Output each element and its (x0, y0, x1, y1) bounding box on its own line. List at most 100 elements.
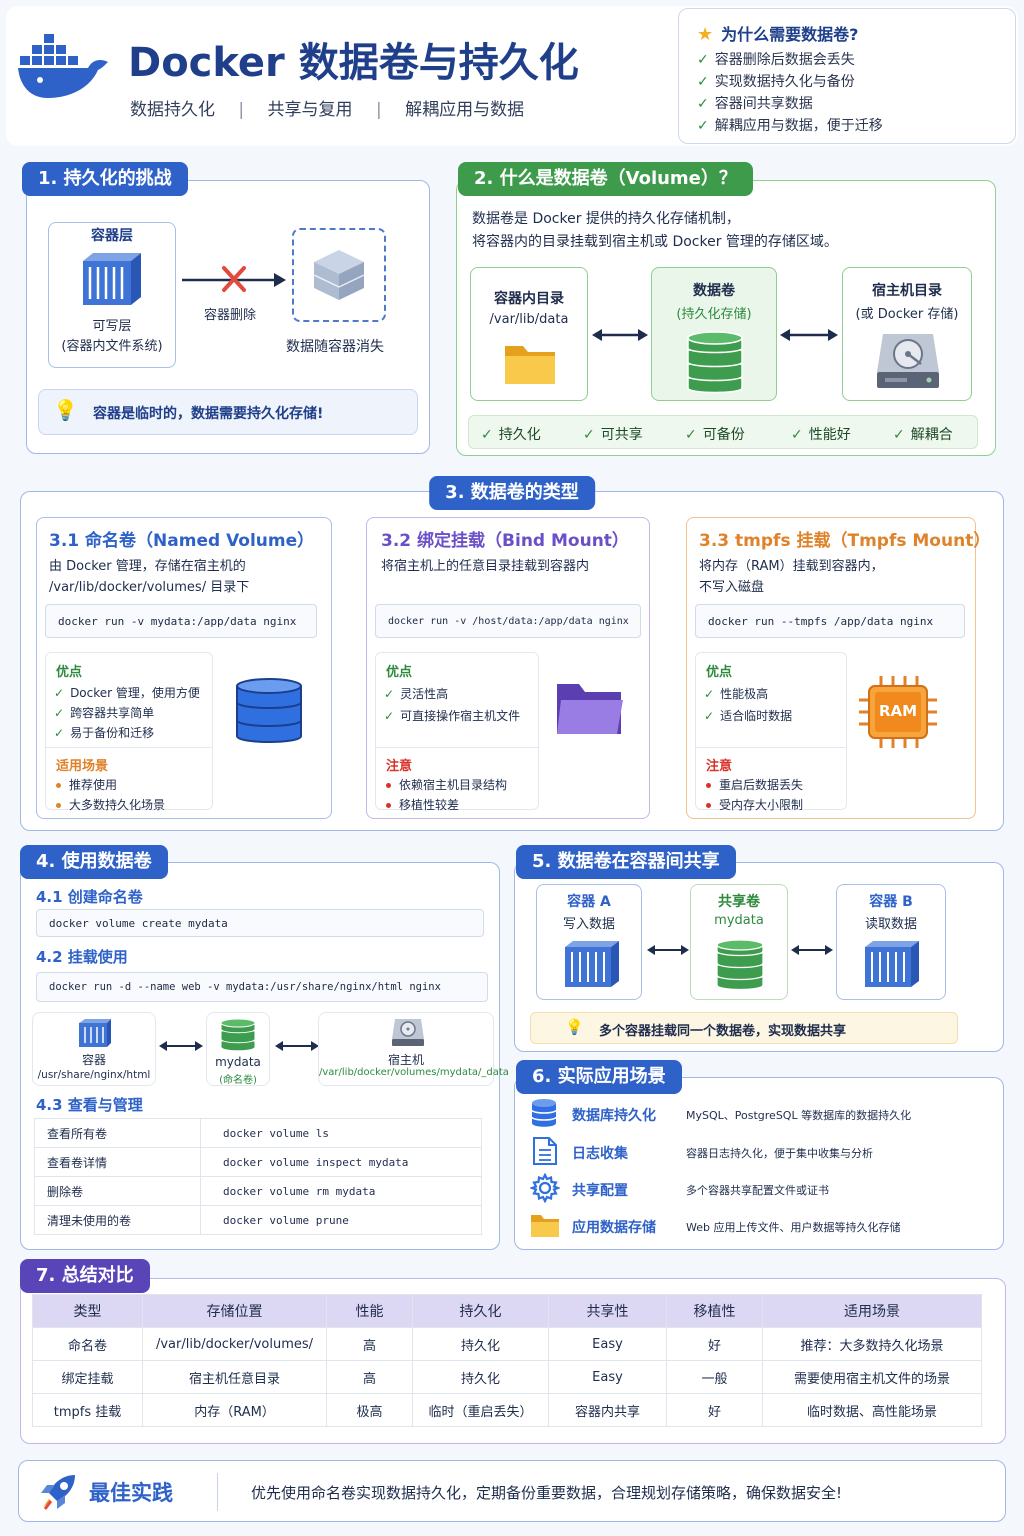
subtitle-item: 共享与复用 (267, 100, 353, 120)
table-cell: tmpfs 挂载 (32, 1393, 143, 1427)
card-desc: 将宿主机上的任意目录挂载到容器内 (381, 559, 590, 574)
bullet-icon (386, 803, 391, 808)
ram-label: RAM (878, 702, 918, 720)
check-icon: ✓ (685, 427, 697, 443)
use-title: 适用场景 (56, 759, 109, 774)
delete-label: 容器删除 (204, 308, 257, 323)
database-icon (220, 1018, 256, 1052)
check-icon: ✓ (697, 52, 709, 68)
check-icon: ✓ (384, 687, 395, 701)
use-item: 推荐使用 (56, 775, 165, 795)
table-row: tmpfs 挂载内存（RAM）极高临时（重启丢失）容器内共享好临时数据、高性能场… (32, 1393, 982, 1427)
check-icon: ✓ (54, 726, 65, 740)
tip-text: 容器是临时的，数据需要持久化存储! (93, 406, 324, 422)
manage-command: docker volume ls (200, 1118, 482, 1148)
card-desc: 不写入磁盘 (699, 580, 765, 595)
box-sub: 读取数据 (864, 917, 917, 932)
hard-drive-icon (392, 1019, 424, 1046)
gear-icon (530, 1173, 560, 1203)
bind-mount-card: 3.2 绑定挂载（Bind Mount） 将宿主机上的任意目录挂载到容器内 do… (366, 517, 650, 819)
bidirectional-arrow (275, 1041, 319, 1051)
docker-whale-logo (18, 34, 108, 98)
diagram-sub: (命名卷) (219, 1075, 257, 1086)
container-b-box: 容器 B 读取数据 (836, 884, 946, 1000)
column-header: 类型 (32, 1294, 143, 1328)
database-icon (531, 1099, 557, 1127)
scenario-title: 日志收集 (572, 1146, 628, 1162)
pros-box: 优点 ✓灵活性高 ✓可直接操作宿主机文件 注意 依赖宿主机目录结构 移植性较差 (375, 652, 539, 812)
table-cell: 极高 (326, 1393, 413, 1427)
section5-tag: 5. 数据卷在容器间共享 (516, 845, 736, 879)
note-title: 注意 (386, 759, 413, 774)
tip-text: 多个容器挂载同一个数据卷，实现数据共享 (599, 1024, 847, 1039)
section6-panel (514, 1077, 1004, 1250)
table-cell: 内存（RAM） (142, 1393, 327, 1427)
scenario-desc: Web 应用上传文件、用户数据等持久化存储 (686, 1221, 901, 1234)
database-icon (236, 678, 302, 743)
table-cell: /var/lib/docker/volumes/ (142, 1327, 327, 1361)
folder-icon (531, 1215, 559, 1237)
ram-chip-icon: RAM (859, 676, 937, 748)
column-header: 适用场景 (762, 1294, 982, 1328)
table-cell: 持久化 (412, 1327, 549, 1361)
pros-box: 优点 ✓Docker 管理，使用方便 ✓跨容器共享简单 ✓易于备份和迁移 适用场… (45, 652, 213, 812)
feature-item: ✓性能好 (791, 427, 851, 443)
bidirectional-arrow (159, 1041, 203, 1051)
pros-item: ✓灵活性高 (384, 687, 449, 701)
sub-heading: 4.3 查看与管理 (36, 1096, 143, 1114)
bidirectional-arrow (780, 329, 838, 341)
table-cell: 推荐：大多数持久化场景 (762, 1327, 982, 1361)
box-title: 容器 A (567, 894, 611, 910)
box-title: 容器 B (869, 894, 913, 910)
lost-label: 数据随容器消失 (286, 339, 384, 355)
section3-tag: 3. 数据卷的类型 (429, 476, 595, 510)
table-cell: 临时数据、高性能场景 (762, 1393, 982, 1427)
best-practice-banner: 最佳实践 优先使用命名卷实现数据持久化，定期备份重要数据，合理规划存储策略，确保… (18, 1460, 1006, 1522)
feature-item: ✓持久化 (481, 427, 541, 443)
delete-arrow (182, 266, 286, 292)
pros-title: 优点 (706, 665, 733, 680)
table-cell: 容器内共享 (548, 1393, 667, 1427)
shared-volume-box: 共享卷 mydata (690, 884, 788, 1000)
section2-desc: 将容器内的目录挂载到宿主机或 Docker 管理的存储区域。 (472, 234, 838, 250)
container-icon (83, 253, 141, 305)
table-cell: 需要使用宿主机文件的场景 (762, 1360, 982, 1394)
column-header: 移植性 (666, 1294, 763, 1328)
sub-heading: 4.2 挂载使用 (36, 948, 128, 966)
table-cell: 好 (666, 1393, 763, 1427)
folder-icon (505, 346, 555, 384)
best-practice-text: 优先使用命名卷实现数据持久化，定期备份重要数据，合理规划存储策略，确保数据安全! (251, 1484, 843, 1502)
bullet-icon (706, 803, 711, 808)
command-snippet: docker run -v mydata:/app/data nginx (45, 604, 317, 638)
section4-tag: 4. 使用数据卷 (20, 845, 168, 879)
bidirectional-arrow (592, 329, 648, 341)
feature-strip: ✓持久化 ✓可共享 ✓可备份 ✓性能好 ✓解耦合 (468, 415, 978, 449)
section1-tip: 💡 容器是临时的，数据需要持久化存储! (38, 389, 418, 435)
pros-title: 优点 (56, 665, 83, 680)
rocket-icon (41, 1475, 75, 1510)
check-icon: ✓ (54, 706, 65, 720)
card-sub: /var/lib/data (489, 312, 569, 327)
diagram-path: /usr/share/nginx/html (37, 1069, 151, 1081)
scenario-desc: 多个容器共享配置文件或证书 (686, 1184, 829, 1197)
pros-item: ✓易于备份和迁移 (54, 726, 155, 740)
sub-heading: 4.1 创建命名卷 (36, 888, 143, 906)
column-header: 性能 (326, 1294, 413, 1328)
check-icon: ✓ (697, 74, 709, 90)
scenario-title: 共享配置 (572, 1183, 628, 1199)
manage-command: docker volume rm mydata (200, 1176, 482, 1206)
pros-item: ✓跨容器共享简单 (54, 706, 155, 720)
bullet-icon (386, 783, 391, 788)
container-icon (865, 941, 919, 987)
check-icon: ✓ (704, 687, 715, 701)
best-practice-title: 最佳实践 (89, 1481, 173, 1505)
section1-tag: 1. 持久化的挑战 (22, 162, 188, 196)
section2-desc: 数据卷是 Docker 提供的持久化存储机制， (472, 211, 740, 227)
check-icon: ✓ (704, 709, 715, 723)
scenario-title: 数据库持久化 (572, 1108, 656, 1124)
